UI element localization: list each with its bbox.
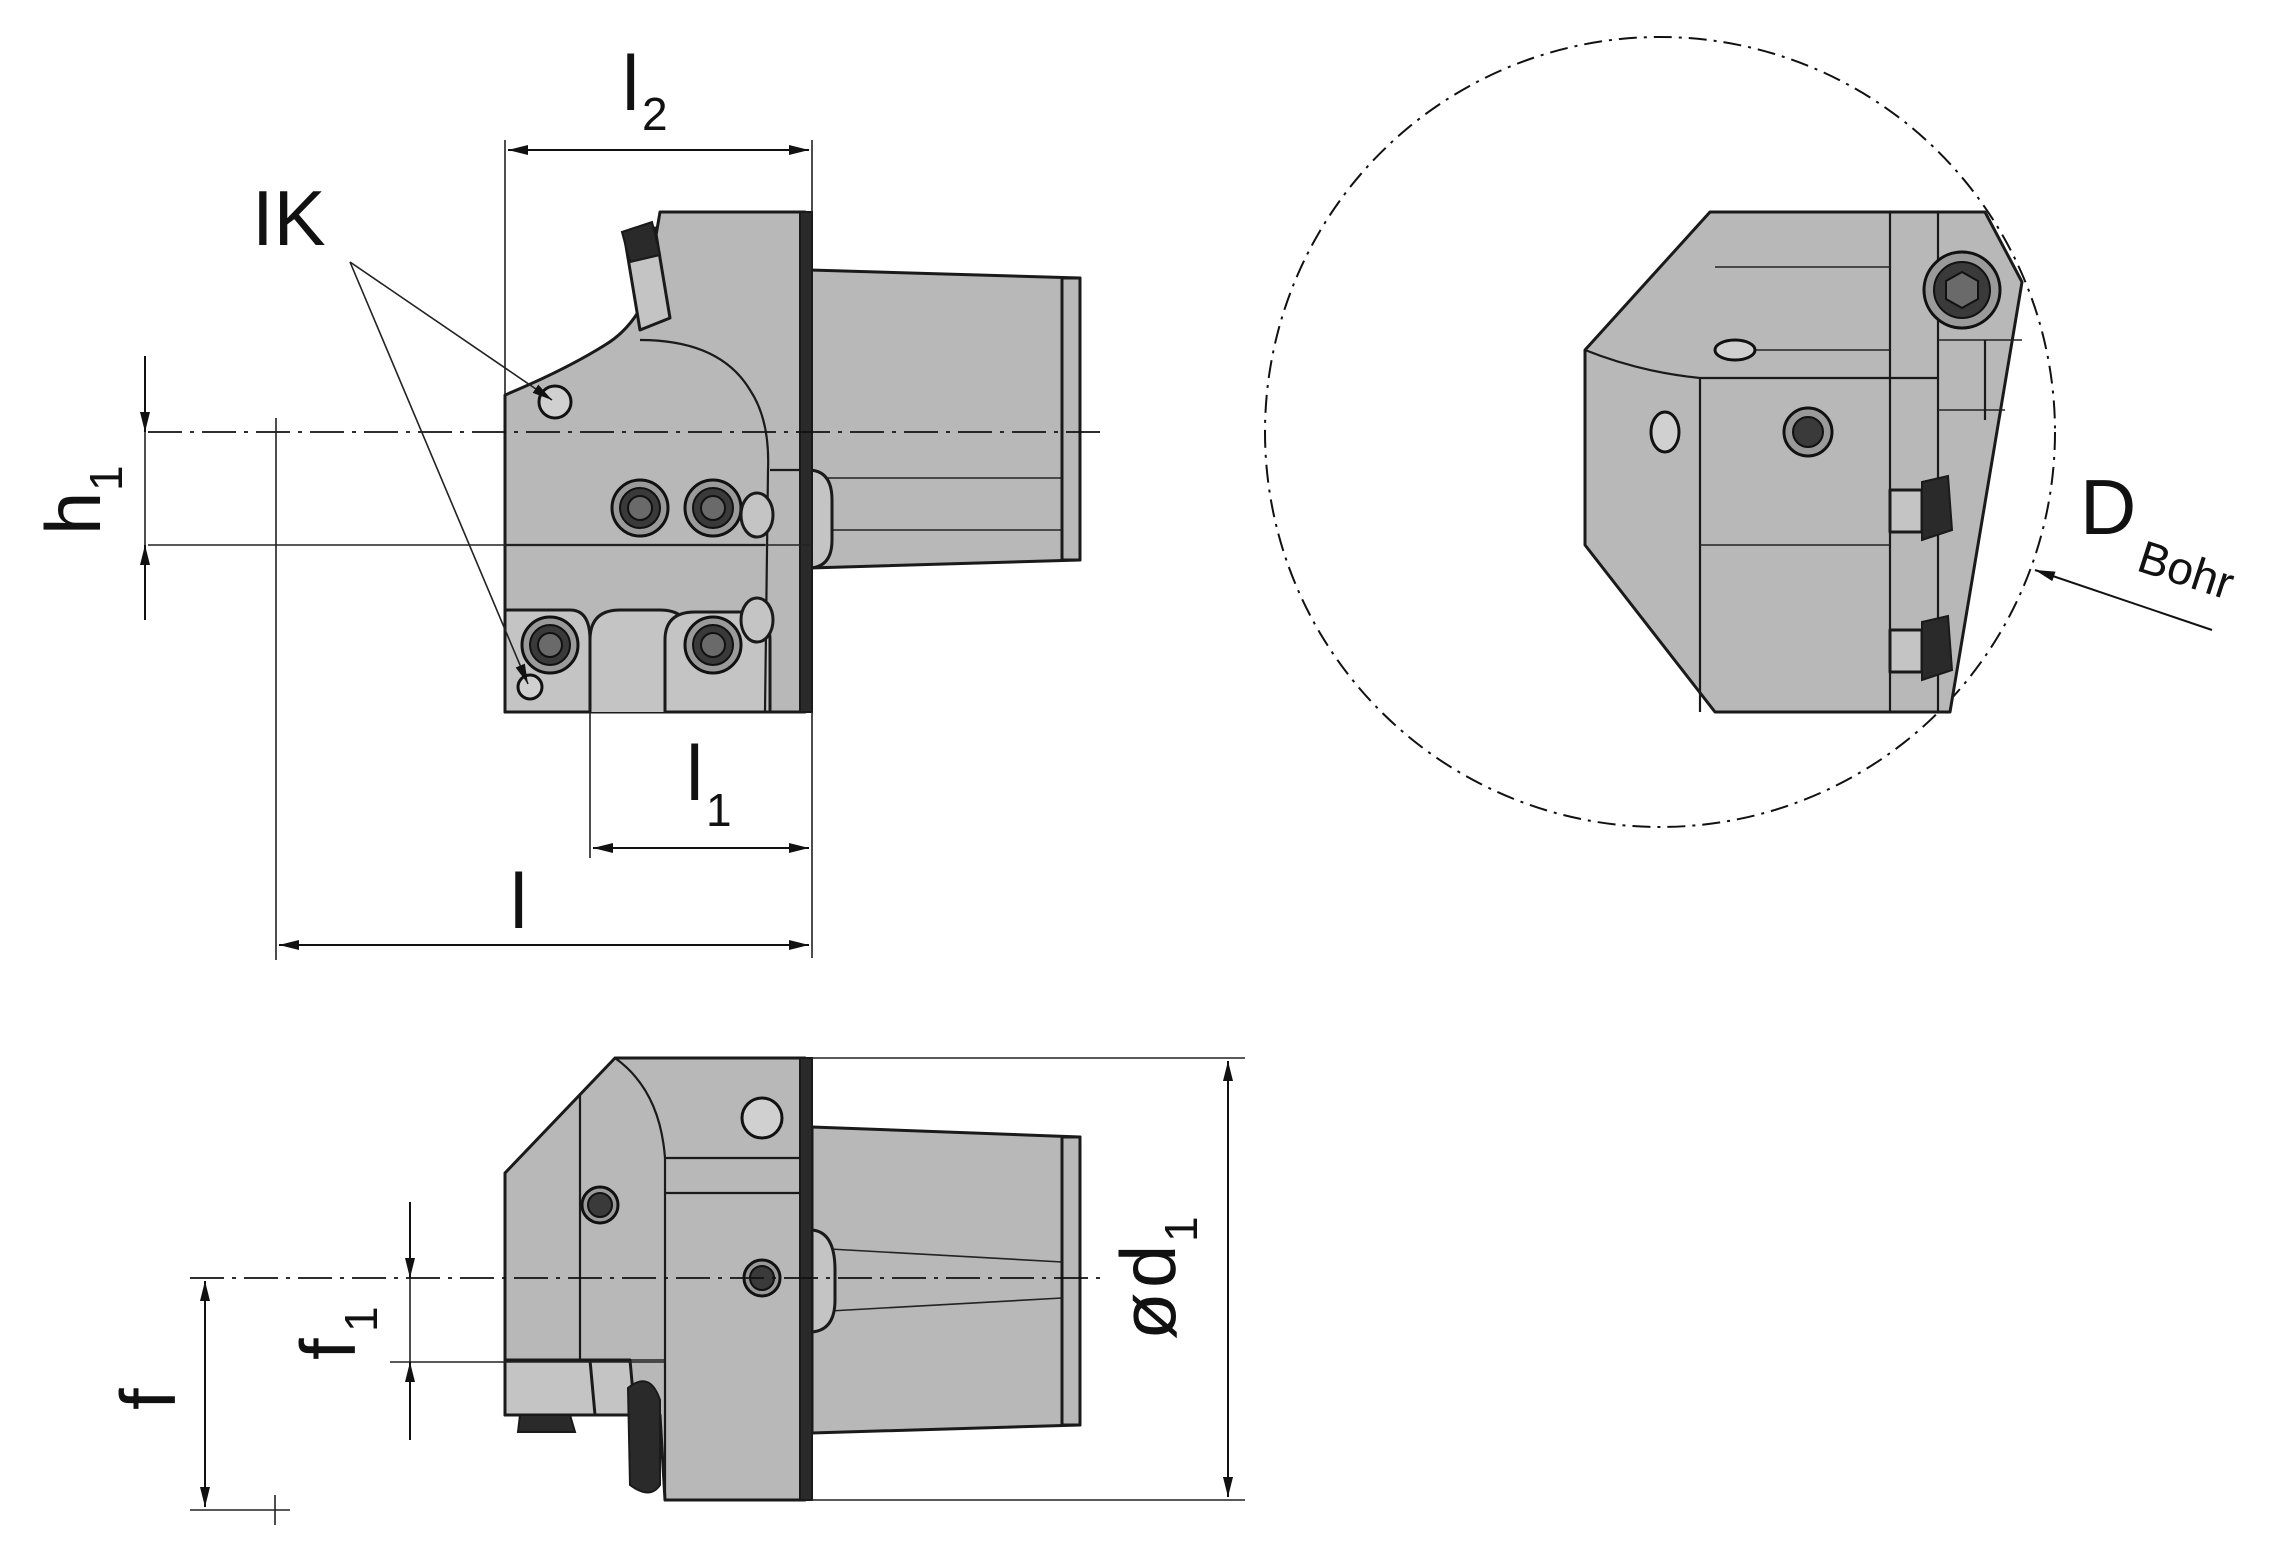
svg-text:1: 1 xyxy=(80,465,132,491)
svg-text:1: 1 xyxy=(1155,1216,1207,1242)
svg-text:l: l xyxy=(510,857,527,945)
detail-screw xyxy=(1782,406,1834,458)
top-ik-hole-1 xyxy=(537,384,573,420)
top-ik-hole-2 xyxy=(516,673,544,701)
top-screw-2 xyxy=(683,478,743,538)
label-d1: ø d 1 xyxy=(1104,1216,1207,1340)
front-screw-1 xyxy=(580,1185,620,1225)
label-l2: l 2 xyxy=(622,39,668,140)
top-flange xyxy=(799,211,813,713)
label-f1: f 1 xyxy=(284,1306,387,1360)
top-screw-4 xyxy=(683,615,743,675)
svg-text:h: h xyxy=(29,492,117,535)
svg-text:2: 2 xyxy=(642,88,668,140)
svg-text:l: l xyxy=(686,729,703,817)
svg-text:d: d xyxy=(1104,1245,1192,1288)
svg-text:f: f xyxy=(284,1338,372,1360)
svg-text:ø: ø xyxy=(1104,1292,1192,1340)
svg-text:D: D xyxy=(2080,463,2136,551)
label-ik: IK xyxy=(252,174,326,262)
label-d-bohr: D Bohr xyxy=(2080,463,2240,610)
label-l: l xyxy=(510,857,527,945)
label-h1: h 1 xyxy=(29,465,132,535)
front-view xyxy=(190,1056,1245,1525)
detail-nozzle-1 xyxy=(1888,474,1954,542)
detail-block xyxy=(1583,210,2024,714)
label-f: f xyxy=(104,1388,192,1410)
front-flange xyxy=(799,1057,813,1501)
label-l1: l 1 xyxy=(686,729,732,836)
detail-circle xyxy=(1264,36,2056,828)
svg-text:1: 1 xyxy=(706,784,732,836)
detail-view xyxy=(1264,36,2213,828)
top-screw-3 xyxy=(520,615,580,675)
detail-cap-screw xyxy=(1922,250,2002,330)
top-view xyxy=(140,140,1100,960)
svg-text:l: l xyxy=(622,39,639,127)
top-shank-end xyxy=(1060,276,1082,562)
svg-text:Bohr: Bohr xyxy=(2132,530,2240,609)
detail-nozzle-2 xyxy=(1888,614,1954,682)
svg-text:f: f xyxy=(104,1388,192,1410)
svg-text:1: 1 xyxy=(335,1306,387,1332)
front-shank xyxy=(810,1125,1082,1435)
top-screw-1 xyxy=(610,478,670,538)
top-shank xyxy=(808,268,1082,570)
